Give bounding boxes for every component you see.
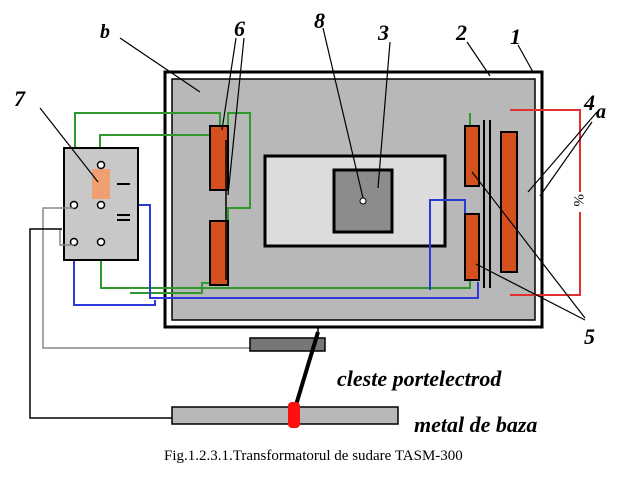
label-3: 3 xyxy=(377,20,389,45)
electrode xyxy=(294,331,320,406)
coil-secondary xyxy=(500,131,518,273)
electrode-holder-clamp xyxy=(249,337,326,352)
coil-right-bottom xyxy=(464,213,480,281)
label-6: 6 xyxy=(234,16,245,41)
supply-switch-symbol: % xyxy=(570,194,586,207)
base-metal-plate xyxy=(171,406,399,425)
label-5: 5 xyxy=(584,324,595,349)
label-a: a xyxy=(596,101,606,123)
figure-caption: Fig.1.2.3.1.Transformatorul de sudare TA… xyxy=(164,448,463,464)
supply-circuit xyxy=(510,109,581,296)
label-7: 7 xyxy=(14,86,26,111)
coil-left-bottom xyxy=(209,220,229,286)
electrode-holder-label: cleste portelectrod xyxy=(337,366,502,391)
switch-contact xyxy=(92,169,110,199)
label-8: 8 xyxy=(314,8,325,33)
transformer-casing xyxy=(163,70,544,329)
label-4: 4 xyxy=(583,90,595,115)
core-pivot xyxy=(359,197,367,205)
output-leads xyxy=(29,207,250,419)
coil-left-top xyxy=(209,125,229,191)
leader-lines xyxy=(39,27,598,321)
coil-right-top xyxy=(464,125,480,187)
label-b: b xyxy=(100,21,110,43)
label-1: 1 xyxy=(510,24,521,49)
welding-arc xyxy=(288,402,300,428)
base-metal-label: metal de baza xyxy=(414,412,537,437)
label-2: 2 xyxy=(455,20,467,45)
